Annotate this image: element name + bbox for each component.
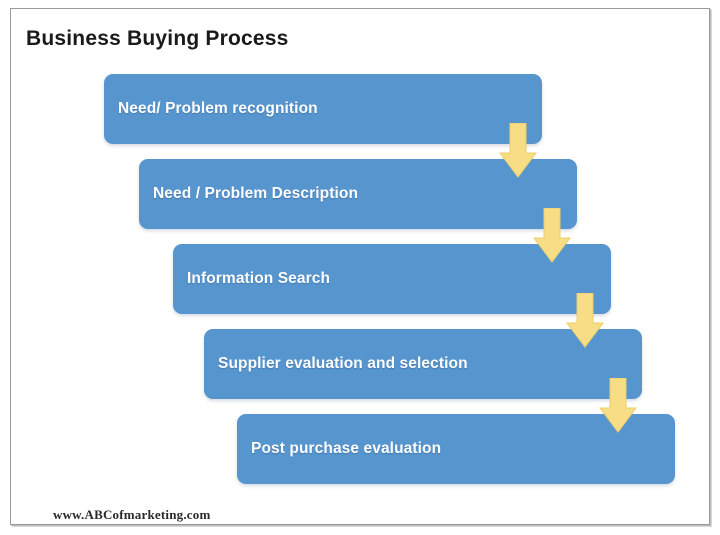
process-step-box-4[interactable]: Supplier evaluation and selection bbox=[204, 329, 642, 399]
slide-frame: Business Buying Process Need/ Problem re… bbox=[10, 8, 710, 525]
process-step-box-2[interactable]: Need / Problem Description bbox=[139, 159, 577, 229]
down-arrow-icon-2 bbox=[532, 208, 572, 264]
process-step-label-4: Supplier evaluation and selection bbox=[218, 355, 468, 372]
footer-website-url: www.ABCofmarketing.com bbox=[53, 507, 211, 522]
process-step-box-3[interactable]: Information Search bbox=[173, 244, 611, 314]
process-step-box-5[interactable]: Post purchase evaluation bbox=[237, 414, 675, 484]
down-arrow-icon-1 bbox=[498, 123, 538, 179]
process-step-label-3: Information Search bbox=[187, 270, 331, 287]
process-step-label-1: Need/ Problem recognition bbox=[118, 100, 318, 117]
page-title: Business Buying Process bbox=[26, 27, 289, 50]
process-step-label-2: Need / Problem Description bbox=[153, 185, 359, 202]
down-arrow-icon-3 bbox=[565, 293, 605, 349]
process-step-label-5: Post purchase evaluation bbox=[251, 440, 442, 457]
process-step-box-1[interactable]: Need/ Problem recognition bbox=[104, 74, 542, 144]
down-arrow-icon-4 bbox=[598, 378, 638, 434]
